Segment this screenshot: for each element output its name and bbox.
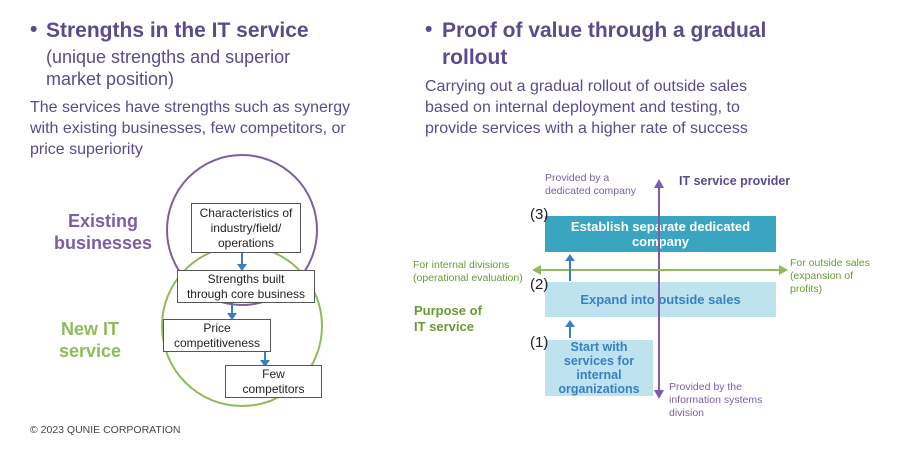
step2-box: Expand into outside sales	[545, 282, 776, 317]
outside-sales-label: For outside sales (expansion of profits)	[790, 257, 870, 295]
arrow-down-3	[260, 360, 270, 367]
right-title-line2: rollout	[442, 46, 508, 69]
axis-down-arrowhead	[654, 390, 664, 399]
axis-up-arrowhead	[654, 179, 664, 188]
left-title: Strengths in the IT service	[46, 19, 309, 42]
provided-dedicated-label: Provided by a dedicated company	[545, 172, 637, 197]
step1-box: Start with services for internal organiz…	[545, 340, 653, 396]
left-bullet: •	[30, 18, 38, 41]
left-body-line3: price superiority	[30, 141, 143, 158]
step-arrow-1	[565, 320, 575, 327]
step3-box: Establish separate dedicated company	[545, 216, 776, 252]
arrow-down-1	[237, 264, 247, 271]
right-bullet: •	[425, 18, 433, 41]
few-competitors-box: Few competitors	[225, 365, 322, 398]
left-body-line1: The services have strengths such as syne…	[30, 99, 351, 116]
price-competitiveness-box: Price competitiveness	[163, 319, 271, 352]
purpose-label: Purpose of IT service	[414, 303, 482, 334]
step3-number: (3)	[530, 206, 549, 223]
step2-number: (2)	[530, 276, 549, 293]
axis-left-arrowhead	[532, 265, 541, 275]
axis-right-arrowhead	[779, 265, 788, 275]
it-service-provider-label: IT service provider	[679, 174, 791, 188]
copyright: © 2023 QUNIE CORPORATION	[30, 424, 181, 436]
step-arrow-2	[565, 254, 575, 261]
characteristics-box: Characteristics of industry/field/ opera…	[191, 203, 301, 253]
new-it-service-label: New IT service	[58, 319, 122, 361]
right-body-line3: provide services with a higher rate of s…	[425, 120, 748, 137]
right-body-line2: based on internal deployment and testing…	[425, 99, 740, 116]
left-subtitle-line1: (unique strengths and superior	[46, 47, 291, 67]
strengths-box: Strengths built through core business	[177, 270, 315, 303]
left-subtitle-line2: market position)	[46, 69, 175, 89]
right-title-line1: Proof of value through a gradual	[442, 19, 767, 42]
left-body-line2: with existing businesses, few competitor…	[30, 120, 346, 137]
existing-business-circle	[166, 154, 318, 306]
step1-number: (1)	[530, 334, 549, 351]
arrow-down-2	[227, 313, 237, 320]
right-body-line1: Carrying out a gradual rollout of outsid…	[425, 78, 747, 95]
internal-divisions-label: For internal divisions (operational eval…	[413, 259, 523, 284]
provided-is-division-label: Provided by the information systems divi…	[669, 381, 763, 419]
existing-businesses-label: Existing businesses	[53, 211, 153, 253]
